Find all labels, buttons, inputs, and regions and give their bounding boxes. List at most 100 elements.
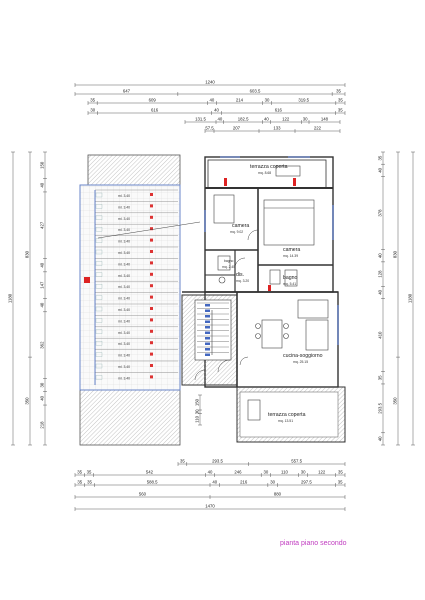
dim-label-mid_a: 30 [195, 409, 200, 414]
stall-marker [150, 318, 153, 322]
stair-steps [197, 302, 229, 356]
stall-marker [150, 215, 153, 219]
stall-marker [150, 250, 153, 253]
stall-tag [95, 318, 103, 323]
room-camera-right-area: mq. 14.39 [283, 254, 298, 258]
stall-label: ml. 3.40 [118, 240, 130, 244]
stall-marker [150, 227, 153, 231]
stall-label: ml. 3.40 [118, 251, 130, 255]
stair-marker [205, 348, 210, 351]
stall-marker [150, 284, 153, 288]
stair-marker [205, 304, 210, 307]
dim-label-left_mid: 830 [25, 250, 30, 258]
stall-label: ml. 3.40 [118, 342, 130, 346]
dim-label-left_inner: 427 [40, 221, 45, 229]
dim-label-left_inner: 40 [40, 262, 45, 267]
dim-label-top5: 131.5 [195, 117, 206, 122]
stall-label: ml. 3.40 [118, 285, 130, 289]
stall-tag [95, 215, 103, 220]
stall-label: ml. 3.40 [118, 217, 130, 221]
dim-label-top5: 40 [217, 117, 222, 122]
stall-label: ml. 3.40 [118, 376, 130, 380]
doors [194, 229, 259, 381]
stall-marker [150, 204, 153, 208]
dim-label-top5: 30 [303, 117, 308, 122]
dim-label-right_inner: 40 [378, 289, 383, 294]
dim-label-bottom2: 35 [338, 470, 343, 475]
dim-label-top1: 1240 [205, 80, 215, 85]
room-terrazza-bottom-area: mq. 13.51 [278, 419, 293, 423]
dim-label-bottom4: 560 [139, 492, 147, 497]
dim-label-top5: 40 [264, 117, 269, 122]
dim-label-top2: 603.5 [250, 89, 261, 94]
dim-label-right_outer: 1180 [408, 293, 413, 303]
room-terrazza-bottom-name: terrazza coperta [268, 412, 306, 418]
room-dis-area: mq. 3.20 [236, 279, 249, 283]
stall-tag [95, 284, 103, 289]
room-cucina-area: mq. 25.15 [293, 360, 308, 364]
stall-tag [95, 352, 103, 357]
dim-label-top4: 35 [338, 108, 343, 113]
stall-marker [150, 193, 153, 196]
stair-marker [205, 315, 210, 318]
dim-label-left_inner: 150 [40, 161, 45, 169]
storage-stalls: ml. 3.40 ml. 3.40 ml. 3.40 ml. 3.40 ml. 3.40… [94, 189, 178, 385]
dim-label-bottom3: 297.5 [301, 480, 312, 485]
dim-label-bottom2: 30 [263, 470, 268, 475]
dim-label-top3: 319.5 [298, 98, 309, 103]
stall-tag [95, 306, 103, 312]
dim-label-left_inner: 30 [40, 382, 45, 387]
windows [204, 156, 339, 345]
drawing-caption: pianta piano secondo [280, 540, 347, 547]
stall-label: ml. 3.40 [118, 194, 130, 198]
stall-tag [95, 192, 103, 198]
dim-label-left_inner: 218 [40, 421, 45, 429]
dim-label-left_outer: 1180 [8, 293, 13, 303]
dim-label-left_inner: 147 [40, 281, 45, 289]
interior-walls [182, 187, 338, 387]
dim-label-bottom2: 246 [234, 470, 242, 475]
stall-marker [150, 375, 153, 379]
dim-label-top4: 30 [90, 108, 95, 113]
dim-label-top5: 122 [282, 117, 290, 122]
room-terrazza-top-name: terrazza coperta [250, 164, 288, 170]
stall-marker [150, 364, 153, 367]
dim-label-left_inner: 40 [40, 395, 45, 400]
dim-label-bottom2: 542 [146, 470, 154, 475]
room-terrazza-top-area: mq. 8.68 [258, 171, 271, 175]
dim-label-bottom1: 557.5 [291, 459, 302, 464]
stall-label: ml. 3.40 [118, 262, 130, 266]
stall-tag [95, 341, 103, 346]
dim-label-bottom2: 110 [281, 470, 288, 475]
room-dis-name: dis. [236, 272, 244, 278]
dim-label-right_inner: 378 [378, 209, 383, 217]
stall-label: ml. 3.40 [118, 205, 130, 209]
dim-label-left_inner: 40 [40, 302, 45, 307]
dim-label-top3: 609 [149, 98, 157, 103]
stall-label: ml. 3.40 [118, 274, 130, 278]
dim-label-right_inner: 40 [378, 167, 383, 172]
stall-tag [95, 375, 103, 380]
dim-label-right_mid: 350 [393, 397, 398, 405]
stall-marker [150, 261, 153, 265]
stall-label: ml. 3.40 [118, 331, 130, 335]
dim-label-top2: 35 [336, 89, 341, 94]
room-bagno-area: mq. 5.41 [283, 282, 296, 286]
stall-label: ml. 3.40 [118, 228, 130, 232]
dim-label-bottom2: 35 [87, 470, 92, 475]
dim-label-bottom1: 35 [180, 459, 185, 464]
dim-label-left_mid: 350 [25, 397, 30, 405]
room-bagno-name: bagno [283, 275, 298, 281]
stall-marker [150, 341, 153, 345]
stall-tag [95, 363, 103, 369]
stair-marker [205, 342, 210, 345]
stair-marker [205, 337, 210, 340]
furniture [213, 165, 329, 421]
dim-label-right_inner: 35 [378, 155, 383, 160]
dimension-arrow [97, 221, 201, 239]
stall-tag [95, 249, 103, 255]
stall-label: ml. 3.40 [118, 354, 130, 358]
dim-label-bottom3: 588.5 [147, 480, 158, 485]
dim-label-right_inner: 128 [378, 270, 383, 278]
dim-label-bottom1: 293.5 [212, 459, 223, 464]
